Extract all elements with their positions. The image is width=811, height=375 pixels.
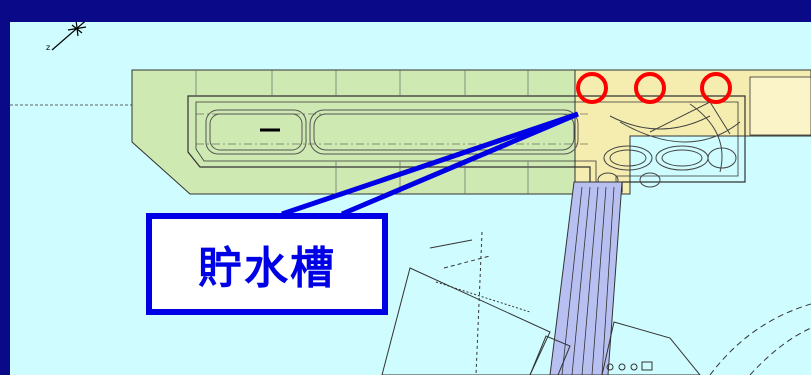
yellow-internals xyxy=(597,101,741,188)
callout-leader xyxy=(281,111,579,217)
fixtures xyxy=(606,361,653,371)
marker-circle-3 xyxy=(700,72,732,104)
marker-circle-2 xyxy=(634,72,666,104)
storage-tank-label-text: 貯水槽 xyxy=(198,243,336,294)
yellow-zone xyxy=(574,69,811,195)
marker-circles xyxy=(576,72,732,104)
svg-text:z: z xyxy=(46,43,50,52)
north-arrow-icon: z xyxy=(46,22,87,52)
drawing-frame: z xyxy=(10,22,811,375)
marker-circle-1 xyxy=(576,72,608,104)
green-zone xyxy=(131,69,576,195)
basin-tracks xyxy=(205,109,579,155)
discharge-channel xyxy=(549,181,623,375)
lower-structures xyxy=(381,231,811,375)
site-plan-drawing: z xyxy=(10,22,811,375)
storage-tank-label: 貯水槽 xyxy=(146,213,388,315)
